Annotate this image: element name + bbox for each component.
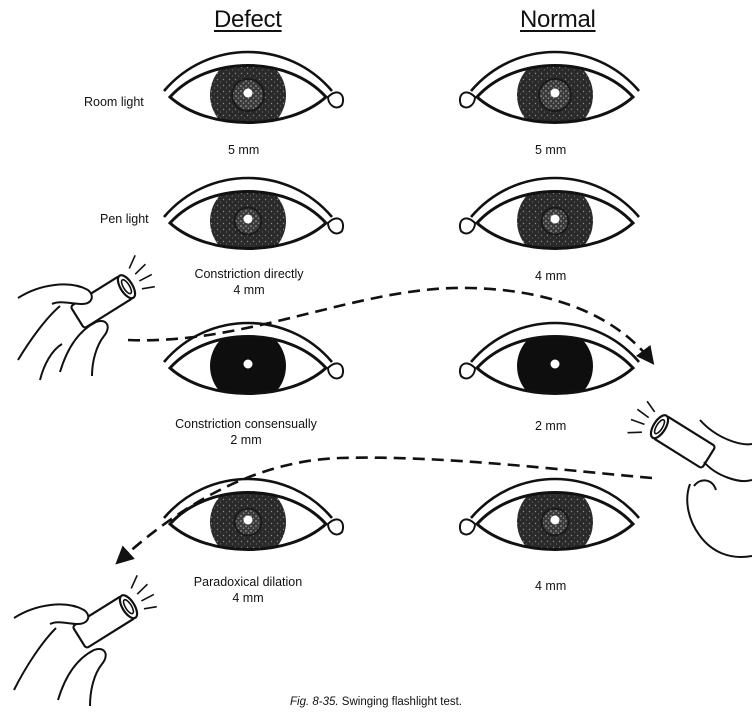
normal-paradoxical-size: 4 mm xyxy=(535,578,566,594)
pen-light-label: Pen light xyxy=(100,211,149,227)
defect-consensual-line2: 2 mm xyxy=(160,432,332,448)
defect-eye-column xyxy=(164,52,343,560)
eye-icon xyxy=(164,479,343,560)
defect-heading: Defect xyxy=(214,6,282,34)
normal-pen-light-size: 4 mm xyxy=(535,268,566,284)
normal-eye-column xyxy=(460,52,639,560)
defect-room-light-size: 5 mm xyxy=(228,142,259,158)
eye-icon xyxy=(460,52,639,133)
room-light-label: Room light xyxy=(84,94,144,110)
eye-icon xyxy=(460,178,639,259)
eye-icon xyxy=(164,178,343,259)
defect-paradoxical-line2: 4 mm xyxy=(186,590,310,606)
normal-heading: Normal xyxy=(520,6,596,34)
figure-number: Fig. 8-35. xyxy=(290,696,339,708)
defect-pen-light-line2: 4 mm xyxy=(186,282,312,298)
flashlight-icon xyxy=(624,399,717,476)
defect-consensual-caption: Constriction consensually 2 mm xyxy=(160,416,332,448)
normal-room-light-size: 5 mm xyxy=(535,142,566,158)
figure-caption-text: Swinging flashlight test. xyxy=(342,696,462,708)
normal-consensual-size: 2 mm xyxy=(535,418,566,434)
defect-consensual-line1: Constriction consensually xyxy=(160,416,332,432)
defect-pen-light-line1: Constriction directly xyxy=(186,266,312,282)
eye-icon xyxy=(460,323,639,404)
figure-caption: Fig. 8-35. Swinging flashlight test. xyxy=(0,696,752,708)
defect-paradoxical-line1: Paradoxical dilation xyxy=(186,574,310,590)
eye-icon xyxy=(164,52,343,133)
defect-pen-light-caption: Constriction directly 4 mm xyxy=(186,266,312,298)
eye-icon xyxy=(164,323,343,404)
eye-icon xyxy=(460,479,639,560)
defect-paradoxical-caption: Paradoxical dilation 4 mm xyxy=(186,574,310,606)
